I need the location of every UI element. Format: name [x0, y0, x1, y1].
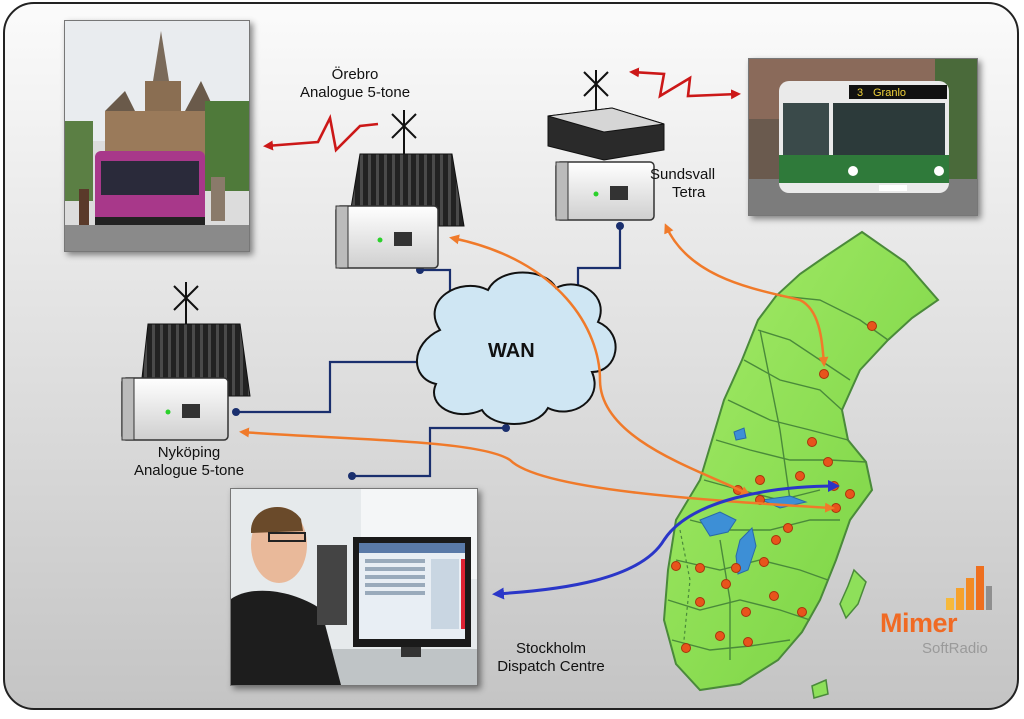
antenna-icon — [391, 110, 417, 156]
bus-route: 3 — [857, 87, 863, 99]
city-dot — [795, 471, 805, 481]
nykoping-name: Nyköping — [157, 444, 221, 461]
wan-line-nykoping — [236, 360, 420, 414]
wan-label: WAN — [488, 340, 535, 362]
orebro-name: Örebro — [331, 66, 379, 83]
city-dot — [797, 607, 807, 617]
port-dot — [616, 222, 624, 230]
city-dot — [831, 503, 841, 513]
radio-links — [263, 67, 741, 153]
city-dot — [845, 489, 855, 499]
antenna-icon — [173, 282, 199, 326]
orebro-photo — [64, 20, 250, 252]
mimer-logo-icon — [946, 566, 992, 610]
nykoping-type: Analogue 5-tone — [133, 462, 245, 479]
stockholm-name: Stockholm — [515, 640, 587, 657]
city-dot — [743, 637, 753, 647]
city-dot — [741, 607, 751, 617]
mimer-logo-subtitle: SoftRadio — [922, 640, 988, 657]
orebro-equipment — [335, 110, 465, 269]
antenna-icon — [583, 70, 609, 112]
city-dot — [783, 523, 793, 533]
city-dot — [755, 475, 765, 485]
radio-gateway-icon — [335, 205, 439, 269]
sundsvall-label: Sundsvall Tetra — [650, 166, 736, 202]
sundsvall-equipment — [547, 70, 665, 221]
bus-destination: Granlo — [873, 87, 906, 99]
port-dot — [348, 472, 356, 480]
city-dot — [771, 535, 781, 545]
city-dot — [759, 557, 769, 567]
city-dot — [715, 631, 725, 641]
nykoping-equipment — [121, 282, 251, 441]
city-dot — [807, 437, 817, 447]
sundsvall-name: Sundsvall — [650, 166, 716, 183]
radio-link-sundsvall — [629, 67, 741, 100]
stockholm-label: Stockholm Dispatch Centre — [486, 640, 616, 676]
city-dot — [671, 561, 681, 571]
city-dot — [695, 597, 705, 607]
port-dot — [502, 424, 510, 432]
port-dot — [232, 408, 240, 416]
radio-gateway-icon — [121, 377, 229, 441]
city-dot — [681, 643, 691, 653]
city-dot — [867, 321, 877, 331]
stockholm-type: Dispatch Centre — [497, 658, 605, 675]
orebro-label: Örebro Analogue 5-tone — [290, 66, 420, 102]
nykoping-label: Nyköping Analogue 5-tone — [124, 444, 254, 480]
city-dot — [695, 563, 705, 573]
orebro-type: Analogue 5-tone — [299, 84, 411, 101]
city-dot — [823, 457, 833, 467]
mimer-logo-name: Mimer — [880, 608, 958, 638]
link-sundsvall — [664, 223, 829, 367]
radio-gateway-icon — [555, 161, 655, 221]
city-dot — [769, 591, 779, 601]
bus-photo: 3 Granlo — [748, 58, 978, 216]
city-dot — [721, 579, 731, 589]
operator-photo — [230, 488, 478, 686]
sundsvall-type: Tetra — [672, 184, 706, 201]
city-dot — [819, 369, 829, 379]
city-dot — [731, 563, 741, 573]
link-dispatch — [492, 480, 840, 600]
radio-link-orebro — [263, 113, 379, 153]
